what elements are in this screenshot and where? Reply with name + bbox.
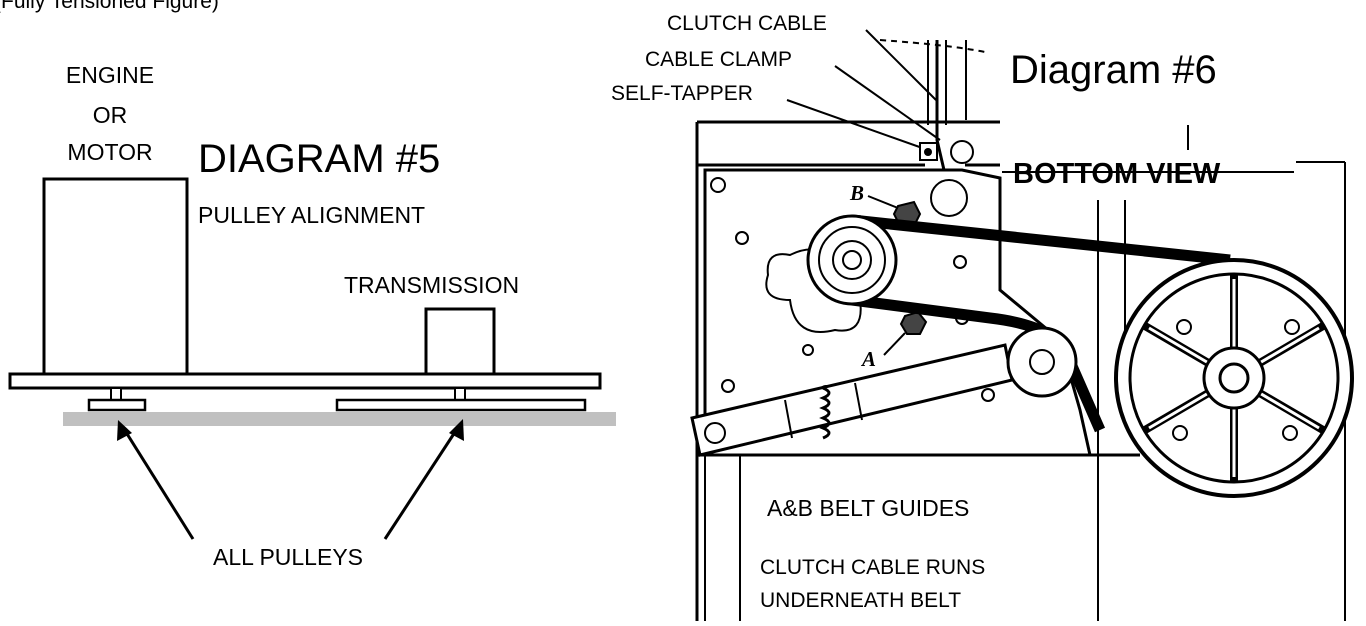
transmission-box [424, 307, 496, 376]
mount-hole [721, 379, 735, 393]
mount-hole [710, 177, 726, 193]
mount-hole [981, 388, 995, 402]
top-partial-text: (Fully Tensioned Figure) [0, 0, 219, 13]
guide-a-leader [883, 332, 906, 356]
idler-arm-pivot [704, 422, 726, 444]
guide-b-label: B [849, 181, 864, 205]
mount-hole [953, 255, 967, 269]
engine-shaft [110, 387, 122, 401]
belt-upper-run [851, 214, 1231, 266]
mount-hole [802, 344, 814, 356]
note-line-2: UNDERNEATH BELT [760, 589, 961, 612]
transmission-shaft [454, 387, 466, 401]
arrowhead-right [449, 419, 464, 441]
cable-clamp-label: CABLE CLAMP [645, 48, 792, 71]
tension-spring [819, 386, 831, 440]
diagram-5: ENGINE OR MOTOR DIAGRAM #5 PULLEY ALIGNM… [8, 62, 616, 570]
guide-b-leader [867, 195, 899, 209]
guide-a-label: A [860, 347, 876, 371]
arrow-to-transmission-pulley [383, 428, 459, 540]
drive-wheel [1114, 258, 1354, 498]
belt-guides-label: A&B BELT GUIDES [767, 495, 969, 521]
cable-pulley [930, 179, 968, 217]
idler-arm-mark [784, 399, 793, 439]
arrowhead-left [117, 420, 132, 441]
arrow-to-engine-pulley [122, 428, 195, 540]
engine-label-line2: OR [93, 102, 128, 128]
drive-wheel-bolt [1176, 319, 1192, 335]
all-pulleys-label: ALL PULLEYS [213, 544, 363, 570]
drive-wheel-bolt [1172, 425, 1188, 441]
self-tapper-label: SELF-TAPPER [611, 82, 753, 105]
idler-pulley-hub [1029, 349, 1055, 375]
alignment-straightedge [63, 412, 616, 426]
engine-label-line1: ENGINE [66, 62, 154, 88]
drive-wheel-bolt [1282, 425, 1298, 441]
drive-wheel-bolt [1284, 319, 1300, 335]
diagram-5-title: DIAGRAM #5 [198, 137, 440, 181]
engine-pulley-assembly [806, 214, 898, 306]
cable-clamp-leader [834, 65, 941, 141]
top-rail-dashed [879, 39, 986, 53]
self-tapper-leader [786, 99, 929, 151]
self-tapper-screw [924, 148, 932, 156]
engine-pulley-bore [842, 250, 862, 270]
clutch-cable-label: CLUTCH CABLE [667, 12, 827, 35]
engine-label-line3: MOTOR [67, 139, 152, 165]
diagram-5-subtitle: PULLEY ALIGNMENT [198, 202, 425, 228]
engine-pulley [87, 398, 147, 412]
transmission-pulley [335, 398, 587, 412]
drive-wheel-bore [1218, 362, 1250, 394]
diagram-6-title: Diagram #6 [1010, 48, 1217, 92]
bottom-view-label: BOTTOM VIEW [1013, 158, 1221, 190]
note-line-1: CLUTCH CABLE RUNS [760, 556, 985, 579]
clutch-cable-leader [865, 29, 937, 101]
engine-box [42, 177, 189, 376]
mounting-plate [8, 372, 602, 390]
transmission-label: TRANSMISSION [344, 272, 519, 298]
cable-roller [950, 140, 974, 164]
diagram-6: CLUTCH CABLE CABLE CLAMP SELF-TAPPER Dia… [611, 12, 1354, 621]
idler-arm-mark [854, 382, 863, 421]
mount-hole [735, 231, 749, 245]
